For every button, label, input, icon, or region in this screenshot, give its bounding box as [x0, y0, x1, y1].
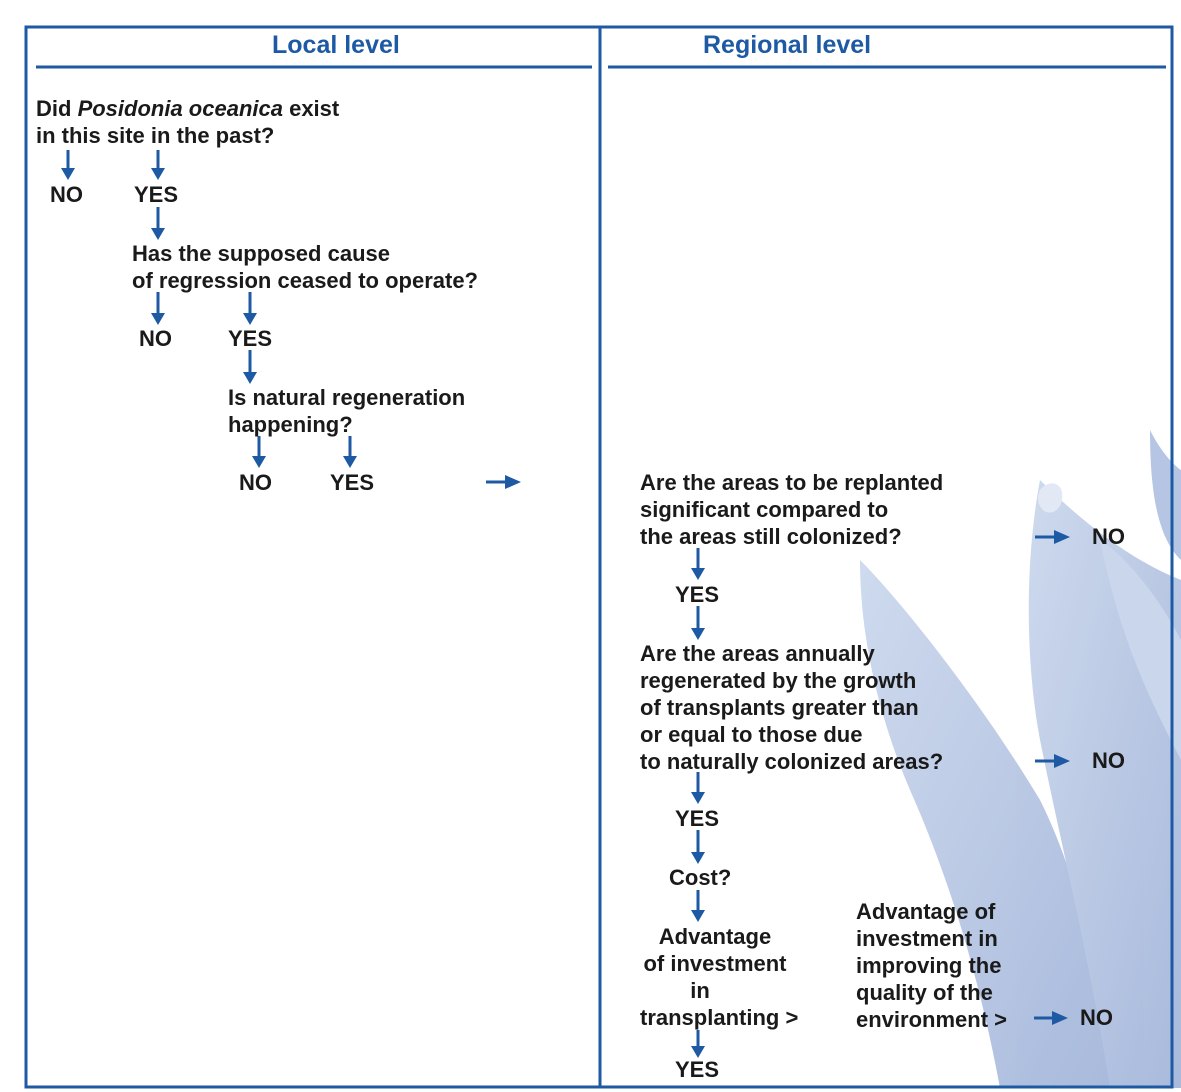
arrow-down-icon [691, 1030, 705, 1058]
answer-yes: YES [228, 326, 273, 351]
arrows [61, 150, 1070, 1058]
answer-yes: YES [675, 806, 720, 831]
box-line: quality of the [856, 980, 993, 1005]
advantage-environment: Advantage of investment in improving the… [856, 898, 1007, 1033]
question-line: Are the areas annually [640, 641, 875, 666]
box-line: investment in [856, 926, 998, 951]
arrow-down-icon [151, 292, 165, 325]
arrow-down-icon [691, 606, 705, 640]
answer-no: NO [139, 326, 172, 351]
arrow-down-icon [691, 830, 705, 864]
arrow-down-icon [151, 150, 165, 180]
question-prefix: Did [36, 96, 78, 121]
box-line: of investment [643, 951, 787, 976]
question-line: regenerated by the growth [640, 668, 917, 693]
seagrass-illustration [860, 430, 1181, 1088]
advantage-transplanting: Advantage of investment in transplanting… [640, 923, 799, 1031]
answer-no: NO [1092, 524, 1125, 549]
question-line: of regression ceased to operate? [132, 268, 478, 293]
box-line: in [690, 978, 710, 1003]
answer-yes: YES [330, 470, 375, 495]
arrow-down-icon [61, 150, 75, 180]
question-suffix: exist [282, 96, 340, 121]
answer-yes: YES [675, 1057, 720, 1082]
box-line: improving the [856, 953, 1002, 978]
column-header-regional: Regional level [703, 31, 872, 59]
question-line: of transplants greater than [640, 695, 919, 720]
box-line: Advantage of [856, 899, 996, 924]
arrow-down-icon [691, 548, 705, 580]
arrow-down-icon [151, 207, 165, 240]
arrow-right-icon [486, 475, 521, 489]
question-line: to naturally colonized areas? [640, 749, 944, 774]
question-line: Is natural regeneration [228, 385, 466, 410]
question-cause-ceased: Has the supposed cause of regression cea… [132, 240, 478, 294]
arrow-right-icon [1035, 530, 1070, 544]
box-line: environment > [856, 1007, 1007, 1032]
question-replant-significance: Are the areas to be replanted significan… [640, 469, 943, 550]
arrow-right-icon [1034, 1011, 1068, 1025]
arrow-down-icon [343, 436, 357, 468]
question-line: Has the supposed cause [132, 241, 390, 266]
box-line: Advantage [658, 924, 772, 949]
arrow-right-icon [1035, 754, 1070, 768]
question-line: or equal to those due [640, 722, 863, 747]
column-header-local: Local level [272, 31, 400, 59]
question-line: the areas still colonized? [640, 524, 902, 549]
question-line: Are the areas to be replanted [640, 470, 944, 495]
question-natural-regeneration: Is natural regeneration happening? [228, 384, 465, 438]
answer-yes: YES [675, 582, 720, 607]
question-cost: Cost? [669, 865, 732, 890]
table-frame [24, 25, 1174, 1089]
arrow-down-icon [243, 292, 257, 325]
question-line: happening? [228, 412, 353, 437]
species-name: Posidonia oceanica [77, 96, 283, 121]
arrow-down-icon [691, 890, 705, 922]
answer-no: NO [239, 470, 272, 495]
question-annual-regeneration: Are the areas annually regenerated by th… [640, 640, 943, 775]
answer-yes: YES [134, 182, 179, 207]
question-past-existence: Did Posidonia oceanica exist in this sit… [36, 95, 339, 149]
arrow-down-icon [252, 436, 266, 468]
question-line: in this site in the past? [36, 123, 275, 148]
answer-no: NO [1080, 1005, 1113, 1030]
question-line: significant compared to [640, 497, 889, 522]
answer-no: NO [50, 182, 83, 207]
arrow-down-icon [691, 772, 705, 804]
arrow-down-icon [243, 350, 257, 384]
answer-no: NO [1092, 748, 1125, 773]
box-line: transplanting > [640, 1005, 799, 1030]
